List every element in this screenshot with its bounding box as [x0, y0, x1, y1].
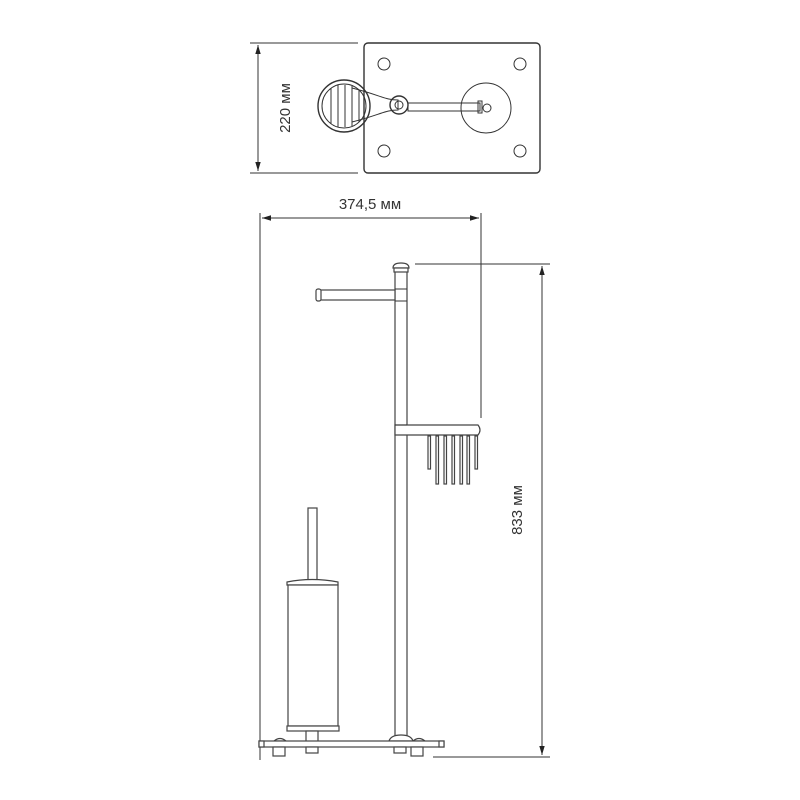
paper-holder-arm	[315, 288, 396, 302]
brush-container	[287, 584, 339, 727]
hook-rail	[394, 424, 481, 485]
dimension-width-label: 374,5 мм	[339, 196, 401, 213]
toilet-brush	[286, 507, 340, 743]
dimension-height: 833 мм	[415, 263, 550, 758]
screw-hole-icon	[513, 144, 527, 158]
base-plate	[258, 737, 445, 757]
top-view	[317, 42, 541, 174]
main-pole	[394, 267, 408, 737]
screw-hole-icon	[377, 57, 391, 71]
dimension-depth: 220 мм	[250, 42, 358, 174]
brush-handle	[307, 507, 318, 581]
pole-cap	[392, 262, 410, 269]
dimension-width: 374,5 мм	[259, 196, 482, 760]
screw-hole-icon	[377, 144, 391, 158]
screw-hole-icon	[513, 57, 527, 71]
dimension-height-label: 833 мм	[509, 485, 526, 535]
front-view	[258, 262, 481, 757]
dimension-depth-label: 220 мм	[277, 83, 294, 133]
brush-holder-top	[317, 79, 399, 133]
base-plate-top	[363, 42, 541, 174]
